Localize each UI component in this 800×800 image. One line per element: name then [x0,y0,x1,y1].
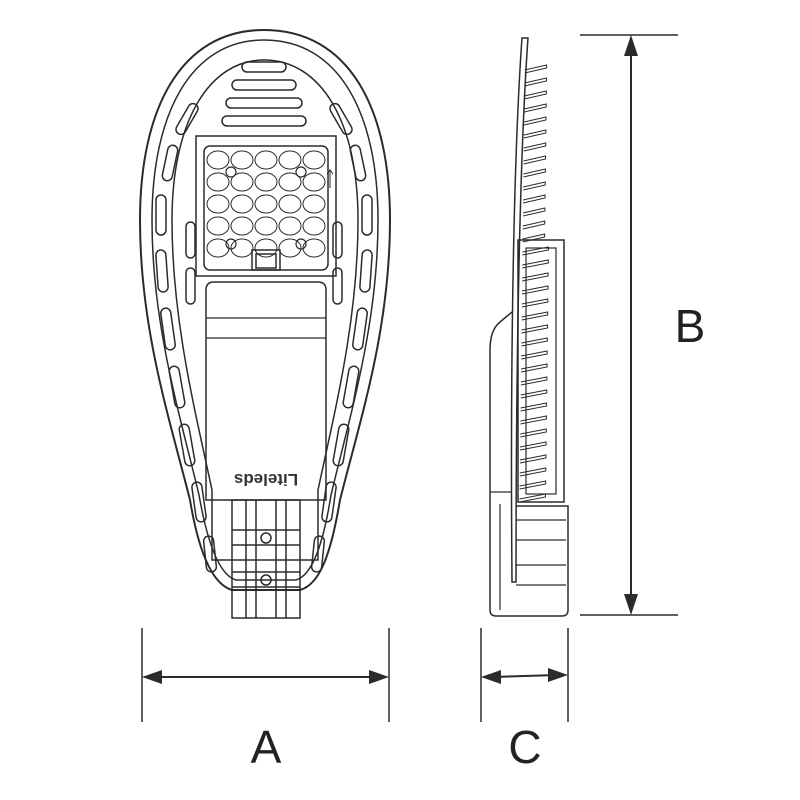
heatsink-fin [521,298,549,308]
brand-label: Liteleds [234,470,298,489]
heatsink-fin [521,350,548,360]
led-lens [206,150,230,170]
dimension-a: A [141,628,390,773]
led-lens [206,172,230,192]
front-view: Liteleds [138,28,392,619]
top-vent-slot [225,97,303,109]
heatsink-fin [523,181,546,191]
heatsink-fin [522,194,546,204]
heatsink-fin [524,64,548,74]
heatsink-fin [520,376,548,386]
heatsink-fin [521,311,549,321]
led-lens [206,216,230,236]
led-lens [206,238,230,258]
heatsink-fin [519,467,547,477]
side-driver-box [517,239,565,503]
heatsink-fin [519,493,546,503]
led-module [195,135,337,277]
led-lens [302,172,326,192]
top-vent-slot [241,61,287,73]
heatsink-fin [522,259,549,269]
side-view [489,37,569,617]
heatsink-fin [521,285,549,295]
led-lens [254,150,278,170]
top-vent-slot [231,79,297,91]
led-lens [302,216,326,236]
led-lens [230,238,254,258]
dimension-label-a: A [251,721,282,773]
housing-inner-rim [151,39,379,581]
left-side-slots [155,102,218,573]
heatsink-fin [521,337,548,347]
led-lens [302,194,326,214]
heatsink-fin [519,454,547,464]
led-lens [278,216,302,236]
led-lens-grid [206,150,326,258]
heatsink-fin [523,129,547,139]
heatsink-fin [521,324,549,334]
heatsink-fin [520,415,547,425]
heatsink-fin [523,142,547,152]
led-lens [278,172,302,192]
heatsink-fin [520,363,548,373]
led-lens [230,172,254,192]
heatsink-fin [520,428,547,438]
side-pole-mount [489,311,569,617]
dimension-label-c: C [508,721,541,773]
heatsink-fin [522,233,546,243]
driver-cover: Liteleds [205,281,327,501]
heatsink-fin [520,402,548,412]
led-lens [254,238,278,258]
heatsink-fin [522,272,549,282]
dimension-b: B [580,34,706,616]
heatsink-fin [524,103,547,113]
led-lens [230,194,254,214]
heatsink-fin [519,480,547,490]
led-lens [206,194,230,214]
dimension-label-b: B [675,300,706,352]
heatsink-fin [523,155,547,165]
led-lens [230,216,254,236]
led-lens [302,238,326,258]
heatsink-fins [519,64,549,503]
led-lens [302,150,326,170]
led-lens [254,194,278,214]
heatsink-fin [522,207,546,217]
heatsink-fin [522,220,546,230]
dimension-c: C [480,628,569,773]
top-vent-slot [221,115,307,127]
heatsink-fin [523,168,546,178]
heatsink-fin [520,441,547,451]
heatsink-fin [520,389,548,399]
heatsink-fin [524,90,547,100]
led-lens [278,150,302,170]
side-housing [510,37,529,583]
heatsink-fin [524,77,547,87]
heatsink-fin [523,116,547,126]
right-side-slots [310,102,373,573]
led-lens [254,216,278,236]
pole-mount [231,499,301,619]
led-lens [278,238,302,258]
housing-outline [138,28,392,591]
led-lens [230,150,254,170]
led-lens [278,194,302,214]
led-lens [254,172,278,192]
